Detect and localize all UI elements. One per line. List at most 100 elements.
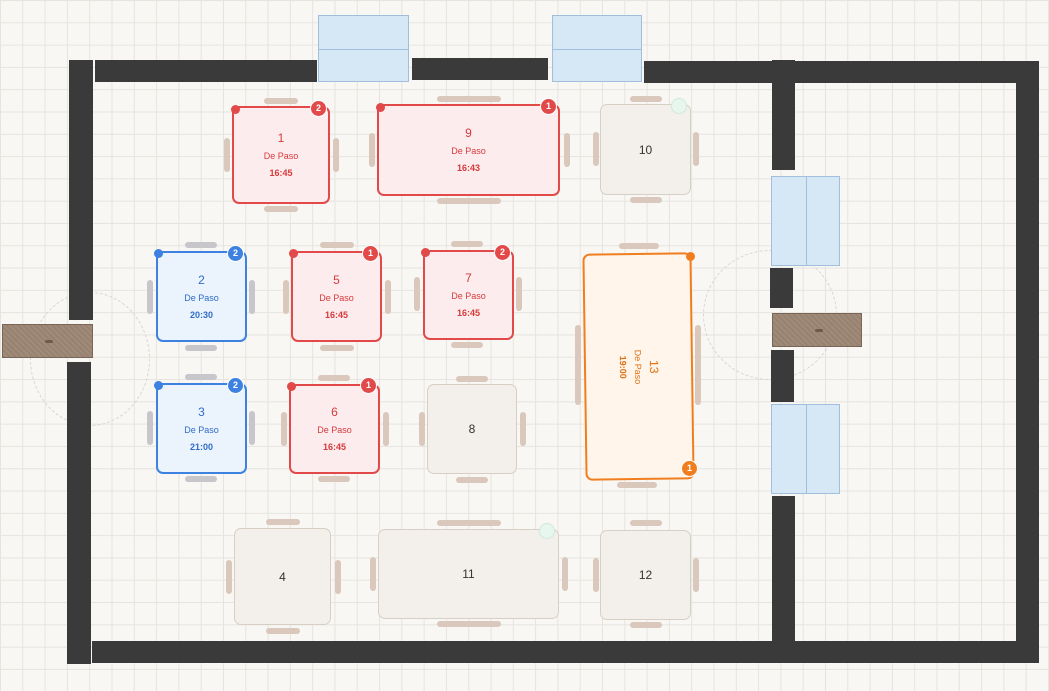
chair bbox=[575, 325, 581, 405]
table-2[interactable]: 2 De Paso 20:30 bbox=[156, 251, 247, 342]
table-number: 3 bbox=[198, 404, 205, 419]
window[interactable] bbox=[552, 15, 642, 82]
chair bbox=[318, 476, 350, 482]
chair bbox=[630, 197, 662, 203]
table-time: 16:45 bbox=[324, 309, 349, 320]
table-status: De Paso bbox=[632, 349, 643, 384]
chair bbox=[619, 243, 659, 249]
chair bbox=[456, 477, 488, 483]
chair bbox=[520, 412, 526, 446]
guest-count-badge: 2 bbox=[494, 244, 511, 261]
table-status: De Paso bbox=[184, 424, 219, 435]
table-time: 20:30 bbox=[189, 309, 214, 320]
table-10[interactable]: 10 bbox=[600, 104, 691, 195]
table-number: 11 bbox=[462, 567, 475, 581]
table-number: 12 bbox=[638, 568, 653, 582]
chair bbox=[437, 96, 501, 102]
status-indicator bbox=[539, 523, 555, 539]
selection-dot bbox=[421, 248, 430, 257]
chair bbox=[335, 560, 341, 594]
table-8[interactable]: 8 bbox=[427, 384, 517, 474]
chair bbox=[451, 342, 483, 348]
chair bbox=[456, 376, 488, 382]
window[interactable] bbox=[771, 176, 840, 266]
chair bbox=[185, 476, 217, 482]
table-13[interactable]: 13 De Paso 19:00 bbox=[582, 252, 695, 481]
chair bbox=[419, 412, 425, 446]
table-7[interactable]: 7 De Paso 16:45 bbox=[423, 250, 514, 340]
table-time: 19:00 bbox=[617, 355, 628, 379]
table-4[interactable]: 4 bbox=[234, 528, 331, 625]
wall bbox=[772, 496, 795, 641]
window[interactable] bbox=[771, 404, 840, 494]
wall bbox=[794, 641, 1039, 663]
table-12[interactable]: 12 bbox=[600, 530, 691, 620]
guest-count-badge: 1 bbox=[681, 460, 698, 477]
chair bbox=[283, 280, 289, 314]
door[interactable] bbox=[2, 324, 93, 358]
selection-dot bbox=[289, 249, 298, 258]
table-number: 10 bbox=[638, 142, 653, 157]
chair bbox=[226, 560, 232, 594]
guest-count-badge: 2 bbox=[227, 245, 244, 262]
guest-count-badge: 2 bbox=[310, 100, 327, 117]
table-11[interactable]: 11 bbox=[378, 529, 559, 619]
chair bbox=[264, 98, 298, 104]
table-9[interactable]: 9 De Paso 16:43 bbox=[377, 104, 560, 196]
wall bbox=[770, 268, 793, 308]
wall bbox=[95, 60, 317, 82]
table-1[interactable]: 1 De Paso 16:45 bbox=[232, 106, 330, 204]
chair bbox=[281, 412, 287, 446]
selection-dot bbox=[154, 249, 163, 258]
wall bbox=[772, 60, 795, 170]
chair bbox=[617, 482, 657, 488]
selection-dot bbox=[686, 252, 695, 261]
chair bbox=[437, 520, 501, 526]
table-3[interactable]: 3 De Paso 21:00 bbox=[156, 383, 247, 474]
table-number: 9 bbox=[465, 126, 472, 140]
chair bbox=[147, 280, 153, 314]
table-time: 16:43 bbox=[456, 163, 481, 173]
table-number: 6 bbox=[331, 405, 338, 419]
table-status: De Paso bbox=[317, 425, 352, 435]
table-status: De Paso bbox=[263, 151, 299, 161]
table-5[interactable]: 5 De Paso 16:45 bbox=[291, 251, 382, 342]
door[interactable] bbox=[772, 313, 862, 347]
selection-dot bbox=[231, 105, 240, 114]
window[interactable] bbox=[318, 15, 409, 82]
chair bbox=[385, 280, 391, 314]
table-time: 16:45 bbox=[322, 442, 347, 452]
chair bbox=[451, 241, 483, 247]
chair bbox=[383, 412, 389, 446]
chair bbox=[630, 96, 662, 102]
table-number: 4 bbox=[279, 569, 286, 584]
chair bbox=[630, 622, 662, 628]
table-time: 16:45 bbox=[456, 308, 481, 318]
chair bbox=[437, 621, 501, 627]
wall bbox=[771, 350, 794, 402]
chair bbox=[695, 325, 701, 405]
table-time: 21:00 bbox=[189, 441, 214, 452]
chair bbox=[630, 520, 662, 526]
table-number: 2 bbox=[198, 272, 205, 287]
chair bbox=[369, 133, 375, 167]
chair bbox=[333, 138, 339, 172]
table-number: 5 bbox=[333, 272, 340, 287]
wall bbox=[644, 61, 1039, 83]
table-6[interactable]: 6 De Paso 16:45 bbox=[289, 384, 380, 474]
wall bbox=[1016, 83, 1039, 643]
guest-count-badge: 1 bbox=[360, 377, 377, 394]
chair bbox=[185, 345, 217, 351]
chair bbox=[320, 242, 354, 248]
wall bbox=[412, 58, 548, 80]
wall bbox=[67, 362, 91, 664]
chair bbox=[266, 628, 300, 634]
table-number: 7 bbox=[465, 271, 472, 285]
chair bbox=[147, 411, 153, 445]
chair bbox=[266, 519, 300, 525]
wall bbox=[92, 641, 794, 663]
status-indicator bbox=[671, 98, 687, 114]
table-number: 1 bbox=[277, 131, 285, 145]
chair bbox=[318, 375, 350, 381]
chair bbox=[593, 132, 599, 166]
